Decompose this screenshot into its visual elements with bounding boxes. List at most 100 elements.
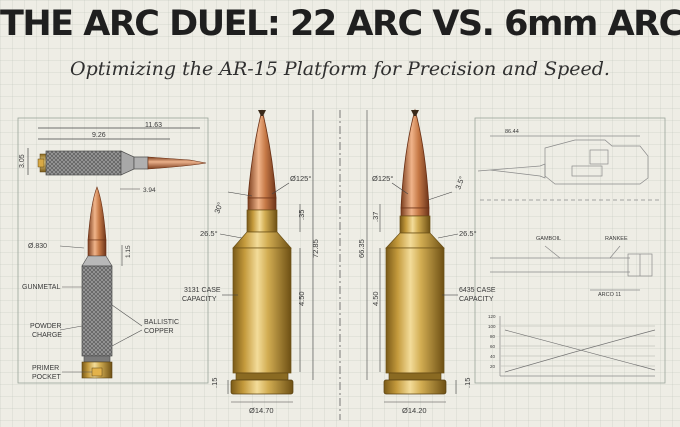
dim-bullet: 3.94 [143,187,156,194]
case-22-body [232,247,292,374]
powder-charge-label-line1: POWDER [30,323,62,330]
mini-chart-curve-b [504,329,656,373]
dim-22-base-diameter: Ø14.70 [249,406,274,415]
primer-horizontal [37,158,45,168]
mini-chart-y-tick-3: 60 [490,344,496,349]
ballistic-copper-label: BALLISTIC COPPER [144,319,181,335]
dim-6mm-base-diameter: Ø14.20 [402,406,427,415]
bullet-horizontal [147,156,207,170]
ballistic-copper-label-line2: COPPER [144,328,174,335]
capacity-6mm-label: 6435 CASE CAPACITY [459,287,498,303]
right-panel-frame [474,117,666,384]
powder-charge-label: POWDER CHARGE [30,323,63,339]
mini-chart-curve-a [504,329,656,371]
vertical-cutaway-cartridge [81,186,113,379]
leader-22-tip [271,182,290,195]
dim-side: 1.15 [125,245,132,258]
right-label-gamboil: GAMBOIL [536,236,561,242]
capacity-6mm-line1: 6435 CASE [459,287,496,294]
case-6mm-neck [399,215,431,234]
primer-vertical [91,367,103,377]
leader-22-ogive [227,191,253,197]
bullet-22-ogive [247,109,277,199]
powder-section-horizontal [45,150,122,176]
bullet-22-shank [247,197,277,211]
dim-22-body: 4.50 [297,291,306,306]
powder-section-vertical [81,265,113,357]
dim-22-overall: 72.85 [311,239,320,258]
bullet-22-tip [258,110,266,116]
leader-powder [59,325,83,331]
dim-22-ogive-angle: 30° [212,201,224,215]
dim-6mm-tip-angle: Ø125° [372,174,393,183]
cartridge-22-dimensions: 30° Ø125° 26.5° .35 72.85 4.50 .15 Ø14.7… [182,110,320,415]
bullet-6mm-tip [411,110,419,116]
shoulder-horizontal [120,150,135,176]
leader-22-shoulder [219,233,243,239]
diameter-label: Ø.830 [28,243,47,250]
right-schematic: 86.44 GAMBOIL RANKEE ARCO 11 [477,129,660,377]
case-22-shoulder [232,231,292,249]
case-6mm-body [385,247,445,374]
mini-chart-y-tick-4: 40 [490,354,496,359]
cartridge-6mm-arc [383,108,447,395]
primer-pocket-label-line2: POCKET [32,374,62,381]
leader-6mm-tip [391,182,409,195]
leader-copper-a [111,304,143,327]
case-22-extractor-groove [235,372,289,381]
capacity-6mm-line2: CAPACITY [459,296,494,303]
bullet-shank-vertical [87,239,107,257]
capacity-22-line1: 3131 CASE [184,287,221,294]
bolt-carrier-outline [544,139,649,185]
right-bullet-outline [489,163,546,179]
left-schematic: 11.63 9.26 3.05 3.94 [19,122,207,381]
extractor-groove-vertical [83,355,111,363]
primer-pocket-label: PRIMER POCKET [32,365,62,381]
ballistic-copper-label-line1: BALLISTIC [144,319,179,326]
dim-height: 3.05 [19,154,26,168]
dim-6mm-ogive-angle: 3.5° [453,175,466,191]
leader-rankee [609,245,621,259]
right-label-rankee: RANKEE [605,236,628,242]
case-6mm-rim [383,379,447,395]
capacity-22-label: 3131 CASE CAPACITY [182,287,223,303]
bolt-carrier-window [589,149,609,165]
dim-22-rim: .15 [210,378,219,388]
bolt-carrier-slot [571,165,603,177]
dim-6mm-rim: .15 [463,378,472,388]
dim-6mm-neck: .37 [371,212,380,222]
neck-horizontal [133,156,149,170]
bullet-6mm-ogive [400,108,430,209]
dim-6mm-overall: 66.35 [357,239,366,258]
right-label-arco: ARCO 11 [598,292,621,298]
mini-chart-y-tick-0: 120 [488,314,496,319]
dim-22-neck: .35 [297,210,306,220]
right-bullet-tip [477,169,491,172]
case-22-rim [230,379,294,395]
dim-6mm-body: 4.50 [371,291,380,306]
powder-charge-label-line2: CHARGE [32,332,62,339]
left-panel-frame [17,117,209,384]
leader-gamboil [544,245,561,259]
mini-chart-y-tick-1: 100 [488,324,496,329]
dim-body-length: 9.26 [92,132,106,139]
page-subtitle: Optimizing the AR-15 Platform for Precis… [70,58,610,80]
leader-6mm-ogive [427,191,453,201]
ballistics-mini-chart: 120 100 80 60 40 20 [488,314,656,377]
leader-6mm-shoulder [437,233,459,239]
cartridge-6mm-dimensions: Ø125° 3.5° 26.5° 66.35 .37 4.50 .15 Ø14.… [357,110,498,415]
mini-chart-y-tick-2: 80 [490,334,496,339]
gunmetal-label: GUNMETAL [22,284,60,291]
dim-6mm-shoulder-angle: 26.5° [459,229,477,238]
capacity-22-line2: CAPACITY [182,296,217,303]
case-6mm-extractor-groove [388,372,442,381]
case-22-neck [246,209,278,233]
dim-right-top: 86.44 [505,129,519,135]
dim-22-shoulder-angle: 26.5° [200,229,218,238]
bullet-6mm-shank [400,207,430,217]
dim-overall-length: 11.63 [145,122,162,129]
horizontal-cutaway-cartridge [37,150,207,176]
leader-diameter [59,245,85,249]
case-6mm-shoulder [385,232,445,249]
